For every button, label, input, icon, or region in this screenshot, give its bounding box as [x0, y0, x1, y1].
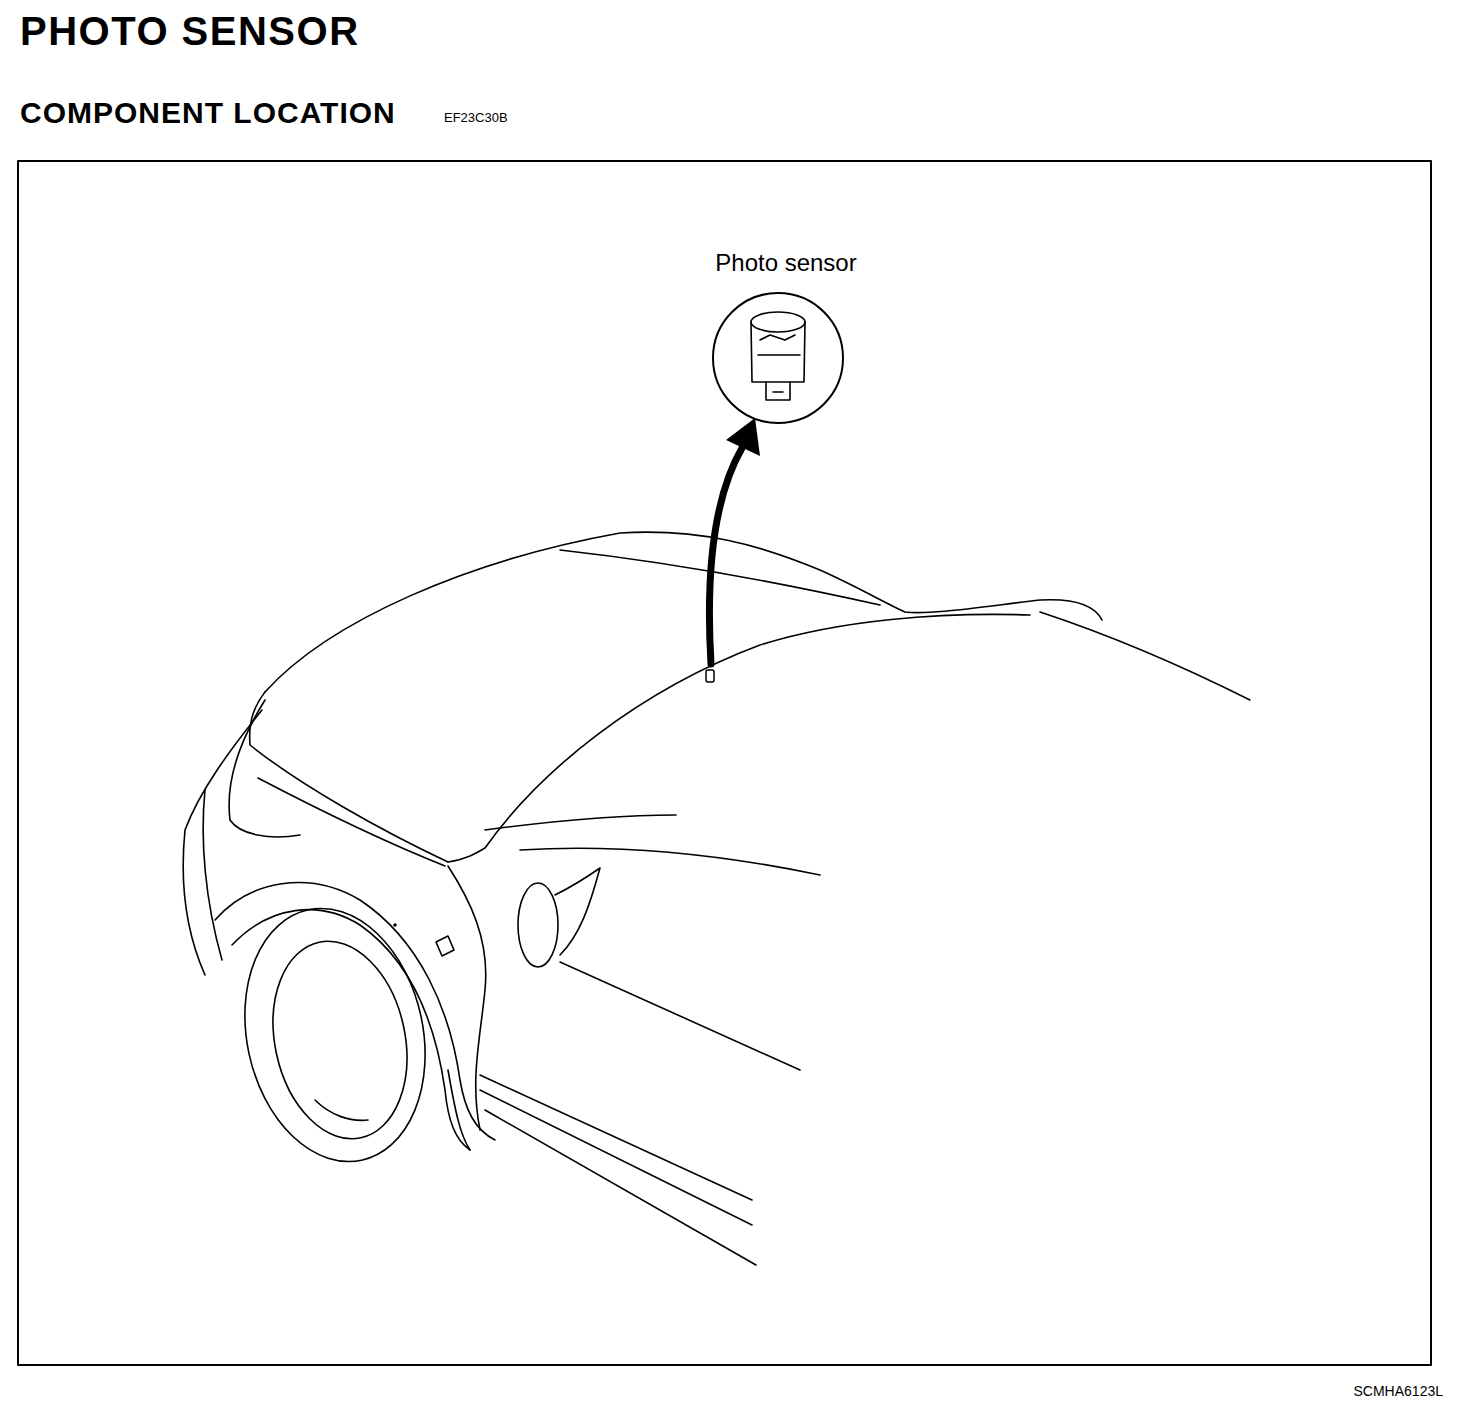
sensor-icon [751, 322, 805, 382]
sensor-mark [706, 670, 714, 682]
bumper-line [203, 790, 222, 960]
reference-code: EF23C30B [444, 111, 508, 126]
tire [222, 892, 447, 1179]
side-marker [436, 936, 454, 956]
leader-arrow [709, 448, 742, 664]
rocker-line [485, 1110, 756, 1265]
sill-line [480, 1075, 752, 1200]
front-bumper [183, 710, 262, 975]
mirror-arm [555, 868, 600, 955]
headlight [229, 700, 300, 837]
wheel-arch-inner [232, 910, 470, 1150]
part-name: Photo sensor [715, 249, 856, 277]
hood-gap [258, 778, 445, 866]
figure-code: SCMHA6123L [1354, 1383, 1444, 1399]
wheel-rim [256, 929, 425, 1152]
wheel-detail [315, 1100, 368, 1120]
windshield-outline [265, 532, 1102, 692]
hood-edge [448, 614, 1030, 862]
door-mirror [518, 883, 558, 967]
belt-line [485, 815, 676, 830]
callout-circle [713, 293, 843, 423]
figure-frame [18, 161, 1431, 1365]
page-title: PHOTO SENSOR [20, 8, 360, 54]
door-top-line [520, 848, 820, 875]
sensor-icon [751, 312, 805, 332]
windshield-lower-edge [560, 550, 880, 605]
character-line [560, 962, 800, 1070]
sill-line [480, 1090, 752, 1225]
arrow-head [726, 418, 760, 456]
fender-dot [394, 924, 396, 926]
section-heading: COMPONENT LOCATION [20, 96, 396, 131]
sensor-connector [766, 382, 790, 400]
sensor-icon [758, 335, 800, 355]
mudguard [448, 1070, 470, 1150]
roof-line [1040, 612, 1250, 700]
